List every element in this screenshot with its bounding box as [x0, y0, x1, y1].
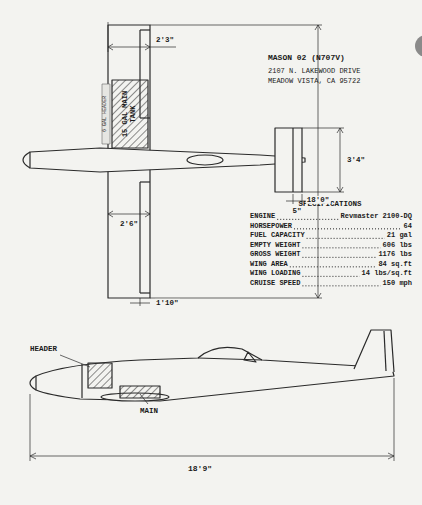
part-label: MAIN	[140, 407, 158, 415]
dimension: 2'3"	[155, 36, 175, 44]
main-tank	[112, 80, 148, 148]
spec-value: 150 mph	[383, 280, 412, 288]
spec-name: GROSS WEIGHT	[250, 251, 300, 259]
fuselage-side	[36, 347, 394, 401]
dimension: 1'10"	[155, 299, 180, 307]
horizontal-tail	[275, 128, 302, 192]
header-tank-side	[88, 363, 112, 388]
spec-name: CRUISE SPEED	[250, 280, 300, 288]
tank-label: 15 GAL MAIN TANK	[122, 85, 137, 143]
spec-name: WING LOADING	[250, 270, 300, 278]
spec-value: 1176 lbs	[378, 251, 412, 259]
dimension: 3'4"	[346, 156, 366, 164]
spec-value: 84 sq.ft	[378, 261, 412, 269]
diagram-title: MASON 02 (N707V)	[268, 54, 345, 63]
top-view	[23, 22, 344, 306]
spec-name: HORSEPOWER	[250, 223, 292, 231]
spec-value: 64	[404, 223, 412, 231]
dot-leader	[302, 257, 376, 258]
dot-leader	[294, 228, 402, 229]
dot-leader	[302, 247, 380, 248]
hole-punch	[415, 35, 422, 57]
dimension: 5"	[291, 207, 302, 215]
spec-name: WING AREA	[250, 261, 288, 269]
dot-leader	[307, 238, 385, 239]
dot-leader	[277, 219, 338, 220]
spec-name: FUEL CAPACITY	[250, 232, 305, 240]
tank-label: 6 GAL HEADER	[103, 84, 109, 144]
side-view	[30, 330, 394, 461]
spinner-side	[30, 376, 36, 390]
vertical-tail	[354, 330, 394, 372]
spec-value: 14 lbs/sq.ft	[362, 270, 412, 278]
dot-leader	[302, 285, 380, 286]
dimension: 18'9"	[187, 465, 213, 474]
spec-value: 606 lbs	[383, 242, 412, 250]
header-tank-strip	[102, 84, 110, 144]
spec-name: ENGINE	[250, 213, 275, 221]
main-tank-side	[120, 386, 160, 398]
dimension: 18'0"	[306, 196, 331, 204]
address-line: 2107 N. LAKEWOOD DRIVE	[268, 68, 360, 76]
part-label: HEADER	[30, 345, 57, 353]
spinner	[23, 152, 30, 168]
spec-value: 21 gal	[387, 232, 412, 240]
fuselage	[30, 148, 305, 172]
spec-value: Revmaster 2100-DQ	[341, 213, 412, 221]
dot-leader	[302, 276, 359, 277]
dimension: 2'6"	[119, 220, 139, 228]
address-line: MEADOW VISTA, CA 95722	[268, 78, 360, 86]
dot-leader	[290, 266, 377, 267]
spec-name: EMPTY WEIGHT	[250, 242, 300, 250]
